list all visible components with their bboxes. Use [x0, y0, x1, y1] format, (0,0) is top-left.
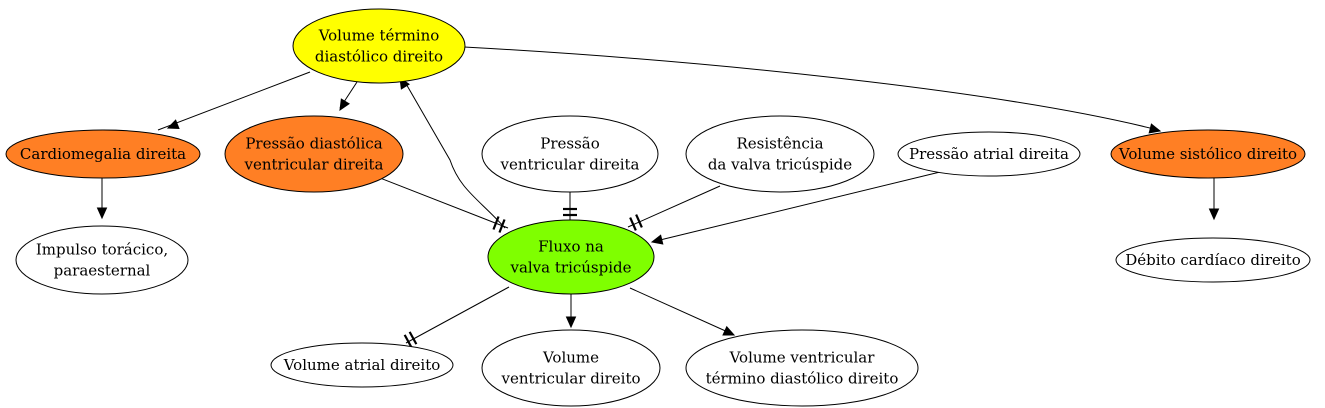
node-ellipse [1110, 129, 1306, 179]
edge-pressao_ventricular_direita-to-fluxo_valva_tricuspide [563, 192, 577, 220]
node-label: Volume término [318, 27, 440, 45]
node-ellipse [224, 115, 404, 193]
node-volume-ventricular-termino-diastolico-direito: Volume ventricular término diastólico dir… [685, 329, 919, 407]
node-ellipse [292, 8, 466, 84]
node-ellipse [5, 129, 201, 179]
arrowhead [1208, 208, 1220, 221]
edge-fluxo_valva_tricuspide-to-volume_ventricular_termino_diastolico_direito [629, 287, 736, 336]
edge-line [629, 287, 731, 334]
node-impulso-toracico-paraesternal: Impulso torácico, paraesternal [15, 225, 189, 295]
node-label: da valva tricúspide [708, 156, 852, 174]
edge-line [659, 171, 941, 241]
edge-volume_termino_diastolico_direito-to-cardiomegalia_direita [157, 71, 311, 131]
node-label: Pressão [540, 135, 600, 153]
node-debito-cardiaco-direito: Débito cardíaco direito [1115, 237, 1311, 283]
node-label: valva tricúspide [509, 259, 631, 277]
edge-pressao_atrial_direita-to-fluxo_valva_tricuspide [650, 171, 941, 245]
edge-line [627, 185, 721, 228]
node-label: ventricular direita [500, 156, 640, 174]
node-resistencia-valva-tricuspide: Resistência da valva tricúspide [685, 115, 875, 193]
node-ellipse [487, 219, 655, 295]
arrowhead [565, 316, 577, 329]
edge-volume_termino_diastolico_direito-to-volume_sistolico_direito [463, 46, 1162, 134]
node-pressao-atrial-direita: Pressão atrial direita [897, 131, 1081, 177]
node-label: diastólico direito [315, 48, 443, 66]
arrowhead [339, 98, 350, 112]
edge-fluxo_valva_tricuspide-to-volume_ventricular_direito [565, 294, 577, 329]
inhibition-bar [492, 216, 500, 230]
arrowhead [166, 119, 180, 130]
edge-line [157, 71, 311, 131]
node-volume-sistolico-direito: Volume sistólico direito [1110, 129, 1306, 179]
node-label: Débito cardíaco direito [1125, 251, 1301, 269]
node-ellipse [685, 329, 919, 407]
node-pressao-diastolica-ventricular-direita: Pressão diastólica ventricular direita [224, 115, 404, 193]
node-volume-termino-diastolico-direito: Volume término diastólico direito [292, 8, 466, 84]
node-ellipse [270, 342, 454, 388]
edge-line [463, 46, 1159, 131]
node-label: ventricular direita [244, 156, 384, 174]
node-label: Volume sistólico direito [1118, 145, 1297, 163]
arrowhead [722, 325, 736, 336]
inhibition-bar [408, 331, 418, 345]
node-label: Volume atrial direito [283, 356, 441, 374]
inhibition-bar [498, 219, 506, 233]
edges-layer [96, 46, 1220, 348]
nodes-layer: Volume término diastólico direitoCardiome… [5, 8, 1311, 407]
node-label: término diastólico direito [706, 370, 899, 388]
edge-line [379, 177, 509, 229]
node-label: Volume [542, 349, 599, 367]
inhibition-bar [629, 217, 637, 231]
arrowhead [650, 234, 664, 245]
edge-cardiomegalia_direita-to-impulso_toracico_paraesternal [96, 178, 108, 220]
edge-volume_termino_diastolico_direito-to-pressao_diastolica_ventricular_direita [339, 81, 358, 112]
node-ellipse [1115, 237, 1311, 283]
arrowhead [1148, 123, 1162, 134]
node-label: Impulso torácico, [36, 241, 168, 259]
node-volume-atrial-direito: Volume atrial direito [270, 342, 454, 388]
node-label: Volume ventricular [729, 349, 876, 367]
node-label: paraesternal [54, 262, 151, 280]
node-label: Cardiomegalia direita [20, 145, 186, 163]
node-ellipse [15, 225, 189, 295]
node-label: Fluxo na [538, 238, 604, 256]
edge-resistencia_valva_tricuspide-to-fluxo_valva_tricuspide [627, 185, 721, 231]
node-ellipse [481, 115, 659, 193]
edge-fluxo_valva_tricuspide-to-volume_atrial_direito [403, 286, 510, 348]
edge-volume_sistolico_direito-to-debito_cardiaco_direito [1208, 178, 1220, 221]
node-pressao-ventricular-direita: Pressão ventricular direita [481, 115, 659, 193]
node-label: Pressão diastólica [245, 135, 382, 153]
arrowhead [96, 207, 108, 220]
inhibition-bar [403, 334, 413, 348]
node-label: ventricular direito [500, 370, 640, 388]
node-volume-ventricular-direito: Volume ventricular direito [481, 329, 661, 407]
node-ellipse [481, 329, 661, 407]
node-label: Resistência [736, 135, 823, 153]
edge-line [405, 286, 510, 344]
node-cardiomegalia-direita: Cardiomegalia direita [5, 129, 201, 179]
node-label: Pressão atrial direita [909, 145, 1069, 163]
inhibition-bar [635, 214, 643, 228]
node-fluxo-valva-tricuspide: Fluxo na valva tricúspide [487, 219, 655, 295]
node-ellipse [685, 115, 875, 193]
node-ellipse [897, 131, 1081, 177]
edge-pressao_diastolica_ventricular_direita-to-fluxo_valva_tricuspide [379, 177, 509, 233]
